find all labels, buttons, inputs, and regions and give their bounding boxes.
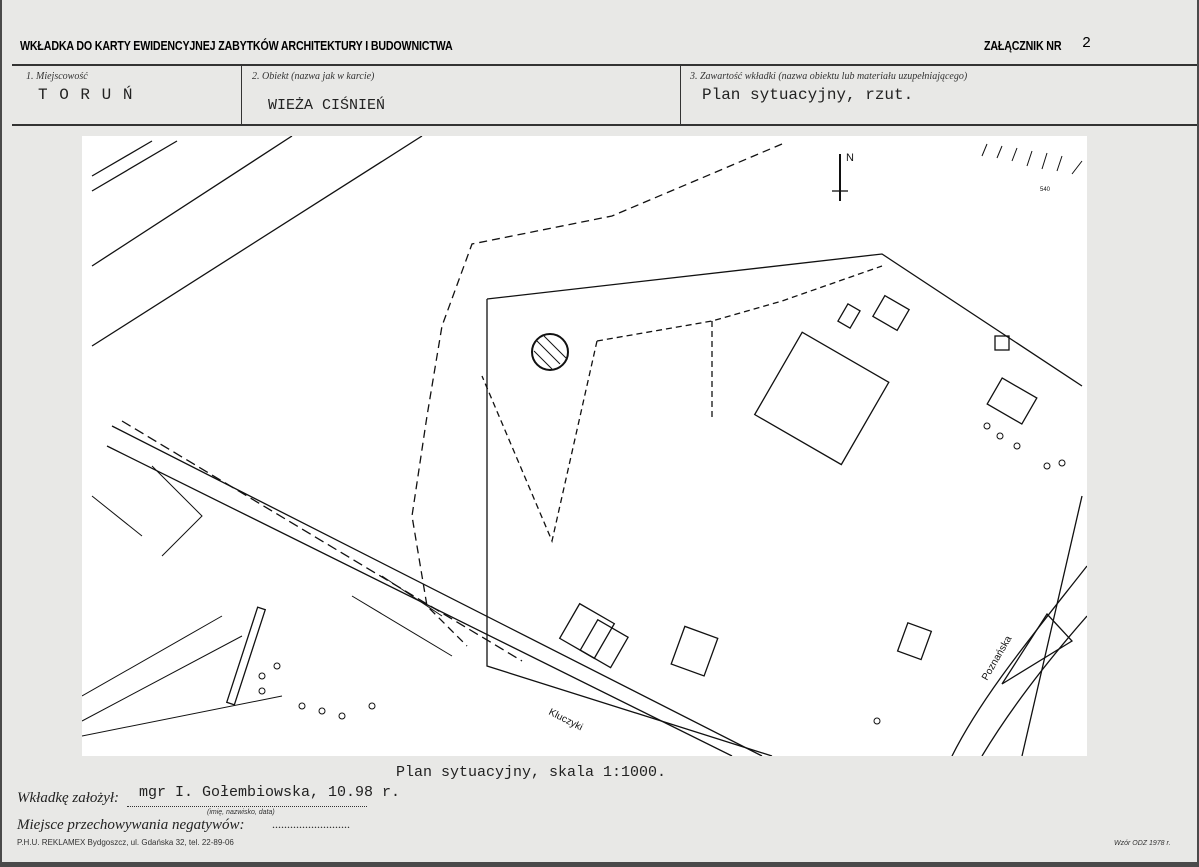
site-plan-map: N Kluczyki Poznańska 540 [81, 135, 1088, 757]
divider [12, 64, 1197, 66]
divider [241, 66, 242, 126]
building [670, 625, 719, 677]
embankment [481, 265, 883, 544]
building [871, 294, 911, 332]
building [994, 335, 1010, 351]
street-label-kluczyki: Kluczyki [547, 707, 585, 733]
field-label-object: 2. Obiekt (nazwa jak w karcie) [252, 71, 375, 82]
site-plan-drawing: N Kluczyki Poznańska 540 [81, 135, 1088, 757]
water-tower-icon [531, 333, 569, 371]
annex-label: ZAŁĄCZNIK NR [984, 38, 1062, 53]
hatched-circle [533, 335, 567, 370]
site-boundary [486, 253, 1083, 757]
field-value-locality: T O R U Ń [38, 86, 134, 104]
building [896, 621, 933, 661]
building [753, 331, 890, 466]
building [986, 377, 1038, 425]
street-label-poznanska: Poznańska [980, 634, 1014, 683]
contour-ticks [981, 143, 1083, 175]
north-label: N [846, 152, 854, 164]
building [579, 618, 629, 669]
field-label-contents: 3. Zawartość wkładki (nazwa obiektu lub … [690, 71, 968, 82]
building [837, 302, 861, 330]
divider [12, 124, 1197, 126]
map-caption: Plan sytuacyjny, skala 1:1000. [396, 764, 667, 781]
contour-label: 540 [1040, 187, 1051, 193]
road-curve [951, 565, 1088, 757]
plot-boundary-dashed [411, 143, 783, 647]
triangle-plot [1001, 612, 1074, 685]
negatives-label: Miejsce przechowywania negatywów: [17, 817, 245, 833]
author-dotted-line [127, 806, 367, 807]
form-title: WKŁADKA DO KARTY EWIDENCYJNEJ ZABYTKÓW A… [20, 38, 453, 53]
template-info: Wzór ODZ 1978 r. [1114, 840, 1171, 847]
field-value-contents: Plan sytuacyjny, rzut. [702, 86, 914, 104]
printer-info: P.H.U. REKLAMEX Bydgoszcz, ul. Gdańska 3… [17, 838, 234, 847]
author-label: Wkładkę założył: [17, 790, 120, 806]
field-label-locality: 1. Miejscowość [26, 71, 88, 82]
north-arrow-icon [832, 154, 848, 201]
railway-lines [91, 135, 423, 347]
negatives-value: .......................... [272, 817, 350, 831]
house-row [81, 465, 453, 737]
field-value-object: WIEŻA CIŚNIEŃ [268, 97, 386, 114]
divider [680, 66, 681, 126]
stair [225, 606, 267, 706]
author-hint: (imię, nazwisko, data) [207, 809, 275, 816]
building [558, 602, 616, 660]
trees [258, 422, 1066, 725]
annex-number: 2 [1082, 35, 1092, 52]
author-value: mgr I. Gołembiowska, 10.98 r. [139, 784, 401, 801]
road-kluczyki [106, 420, 763, 757]
